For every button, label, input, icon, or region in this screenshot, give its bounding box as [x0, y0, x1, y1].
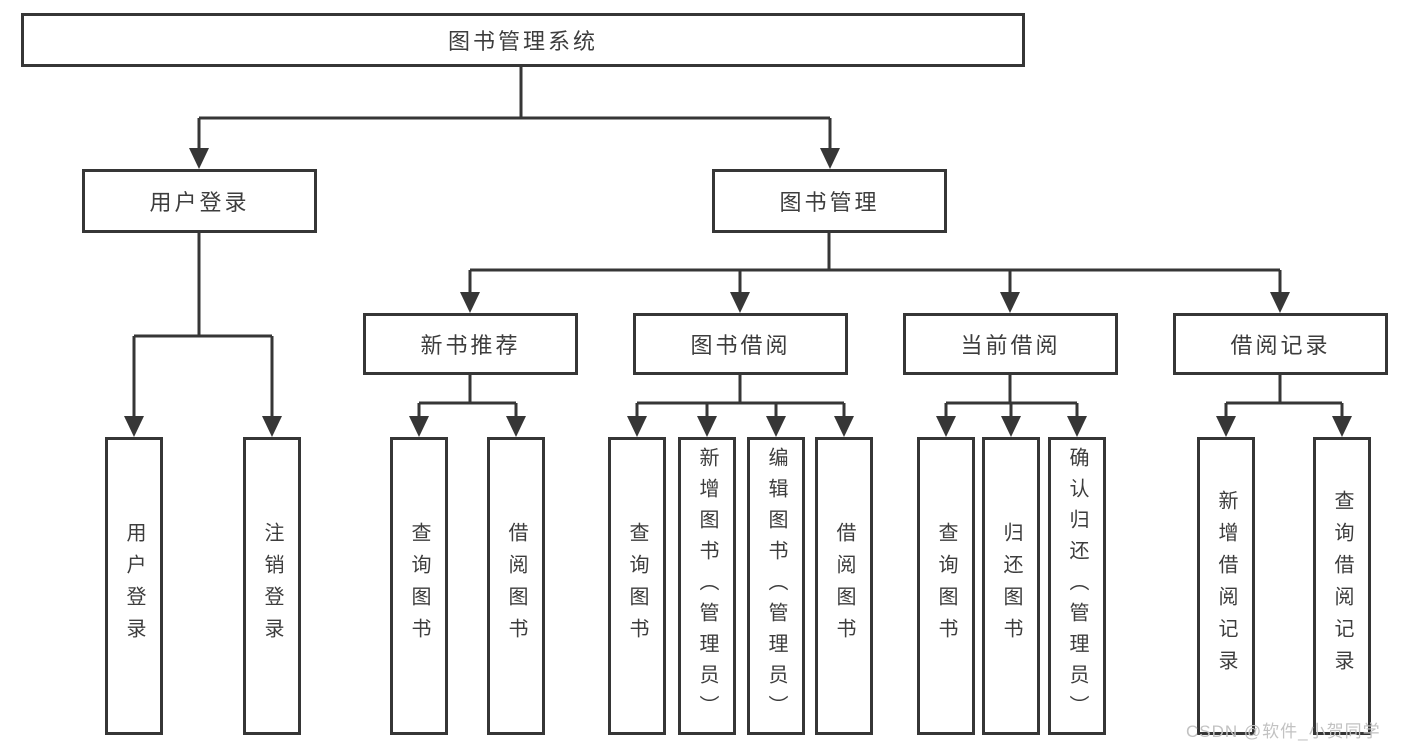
node-book-management-label: 图书管理: [779, 190, 880, 215]
node-new-book-recommend-label: 新书推荐: [420, 333, 521, 358]
node-borrow-record: 借阅记录: [1173, 313, 1388, 375]
node-new-book-recommend: 新书推荐: [363, 313, 578, 375]
leaf-logout: 注销登录: [243, 437, 301, 735]
leaf-borrow-borrow-books: 借阅图书: [815, 437, 873, 735]
node-root-label: 图书管理系统: [447, 29, 598, 54]
leaf-newbook-borrow-books: 借阅图书: [487, 437, 545, 735]
node-user-login: 用户登录: [82, 169, 317, 233]
leaf-newbook-query-books: 查询图书: [390, 437, 448, 735]
leaf-record-add-borrow-record: 新增借阅记录: [1197, 437, 1255, 735]
node-book-borrow: 图书借阅: [633, 313, 848, 375]
node-book-borrow-label: 图书借阅: [690, 333, 791, 358]
node-current-borrow: 当前借阅: [903, 313, 1118, 375]
leaf-current-return-books: 归还图书: [982, 437, 1040, 735]
leaf-borrow-edit-books-admin: 编辑图书（管理员）: [747, 437, 805, 735]
node-borrow-record-label: 借阅记录: [1230, 333, 1331, 358]
node-user-login-label: 用户登录: [149, 190, 250, 215]
csdn-watermark: CSDN @软件_小贺同学: [1186, 722, 1381, 741]
leaf-current-query-books: 查询图书: [917, 437, 975, 735]
node-root-system: 图书管理系统: [21, 13, 1025, 67]
arrowhead-icons: [124, 148, 1352, 437]
leaf-borrow-query-books: 查询图书: [608, 437, 666, 735]
leaf-record-query-borrow-record: 查询借阅记录: [1313, 437, 1371, 735]
leaf-user-login: 用户登录: [105, 437, 163, 735]
node-book-management: 图书管理: [712, 169, 947, 233]
leaf-current-confirm-return-admin: 确认归还（管理员）: [1048, 437, 1106, 735]
leaf-borrow-add-books-admin: 新增图书（管理员）: [678, 437, 736, 735]
node-current-borrow-label: 当前借阅: [960, 333, 1061, 358]
